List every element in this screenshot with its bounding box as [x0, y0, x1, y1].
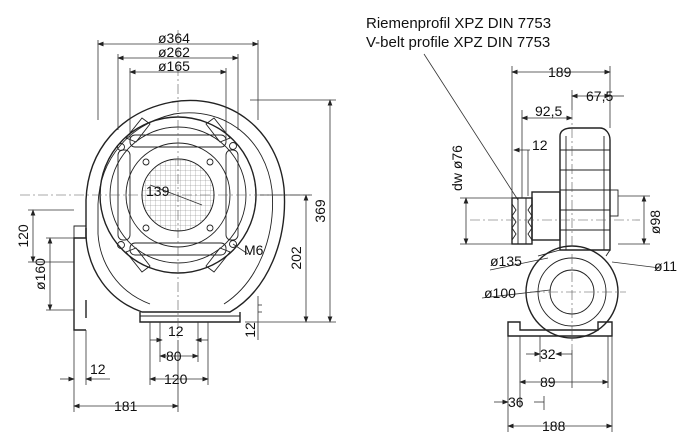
- m6-label: M6: [244, 242, 264, 258]
- belt-profile-en: V-belt profile XPZ DIN 7753: [366, 34, 550, 51]
- side-bottom-dims: [494, 336, 613, 432]
- width-120-base-label: 120: [164, 371, 188, 387]
- front-view: M6 139 ø364 ø262 ø165: [15, 30, 336, 414]
- scroll-housing: [85, 99, 286, 313]
- dia-dims-top: [97, 40, 259, 140]
- height-12-right-label: 12: [242, 322, 258, 338]
- height-dims: [245, 99, 336, 340]
- outlet-top: [73, 225, 86, 238]
- width-12-base-label: 12: [168, 323, 184, 339]
- terminal-box: [609, 189, 619, 217]
- width-89-label: 89: [540, 374, 556, 390]
- side-view: 189 67,5 92,5 12 dw ø76 ø98 ø135 ø100 ø1…: [449, 64, 677, 434]
- motor-dia-dim: [618, 195, 650, 245]
- dia-135-leader: [489, 257, 549, 271]
- motor-body: [559, 127, 611, 251]
- width-181-label: 181: [114, 398, 138, 414]
- height-369-label: 369: [312, 199, 328, 223]
- width-32-label: 32: [540, 346, 556, 362]
- width-36-label: 36: [508, 394, 524, 410]
- height-202-label: 202: [288, 246, 304, 270]
- dia-262-label: ø262: [158, 44, 190, 60]
- belt-profile-de: Riemenprofil XPZ DIN 7753: [366, 15, 551, 32]
- width-92-5-label: 92,5: [535, 103, 562, 119]
- r139-leader: [149, 184, 203, 206]
- v-belt-pulley: [511, 197, 533, 245]
- dia-135-label: ø135: [490, 253, 522, 269]
- shaft-housing: [531, 191, 561, 241]
- width-189-label: 189: [548, 64, 572, 80]
- base-dims: [60, 322, 209, 412]
- r139-label: 139: [146, 183, 170, 199]
- scroll-inner: [97, 112, 273, 305]
- width-12-side-label: 12: [532, 137, 548, 153]
- bolt-holes: [117, 142, 237, 249]
- width-188-label: 188: [542, 418, 566, 434]
- outlet-dims: [28, 209, 74, 311]
- outlet-flange: [73, 228, 87, 331]
- width-12-left-label: 12: [90, 361, 106, 377]
- motor-body-ribs: [565, 136, 605, 250]
- base-foot: [139, 312, 241, 323]
- width-80-label: 80: [166, 348, 182, 364]
- dia-98-label: ø98: [647, 210, 663, 234]
- motor-fins: [560, 149, 610, 231]
- dia-165-label: ø165: [158, 58, 190, 74]
- dia-100-label: ø100: [484, 285, 516, 301]
- belt-profile-leader: [423, 53, 519, 201]
- dia-160-label: ø160: [32, 258, 48, 290]
- height-120-left-label: 120: [15, 224, 31, 248]
- volute-joint: [537, 249, 611, 257]
- width-67-5-label: 67,5: [586, 88, 613, 104]
- dia-100-leader: [481, 289, 551, 299]
- dia-364-label: ø364: [158, 30, 190, 46]
- dia-11-label: ø11: [654, 258, 677, 274]
- side-base: [507, 321, 613, 337]
- m6-leader: [232, 243, 249, 255]
- side-top-dims: [511, 66, 624, 198]
- dia-11-leader: [611, 261, 661, 269]
- pulley-dia-dim: [460, 197, 512, 245]
- pulley-dw-76-label: dw ø76: [449, 145, 465, 191]
